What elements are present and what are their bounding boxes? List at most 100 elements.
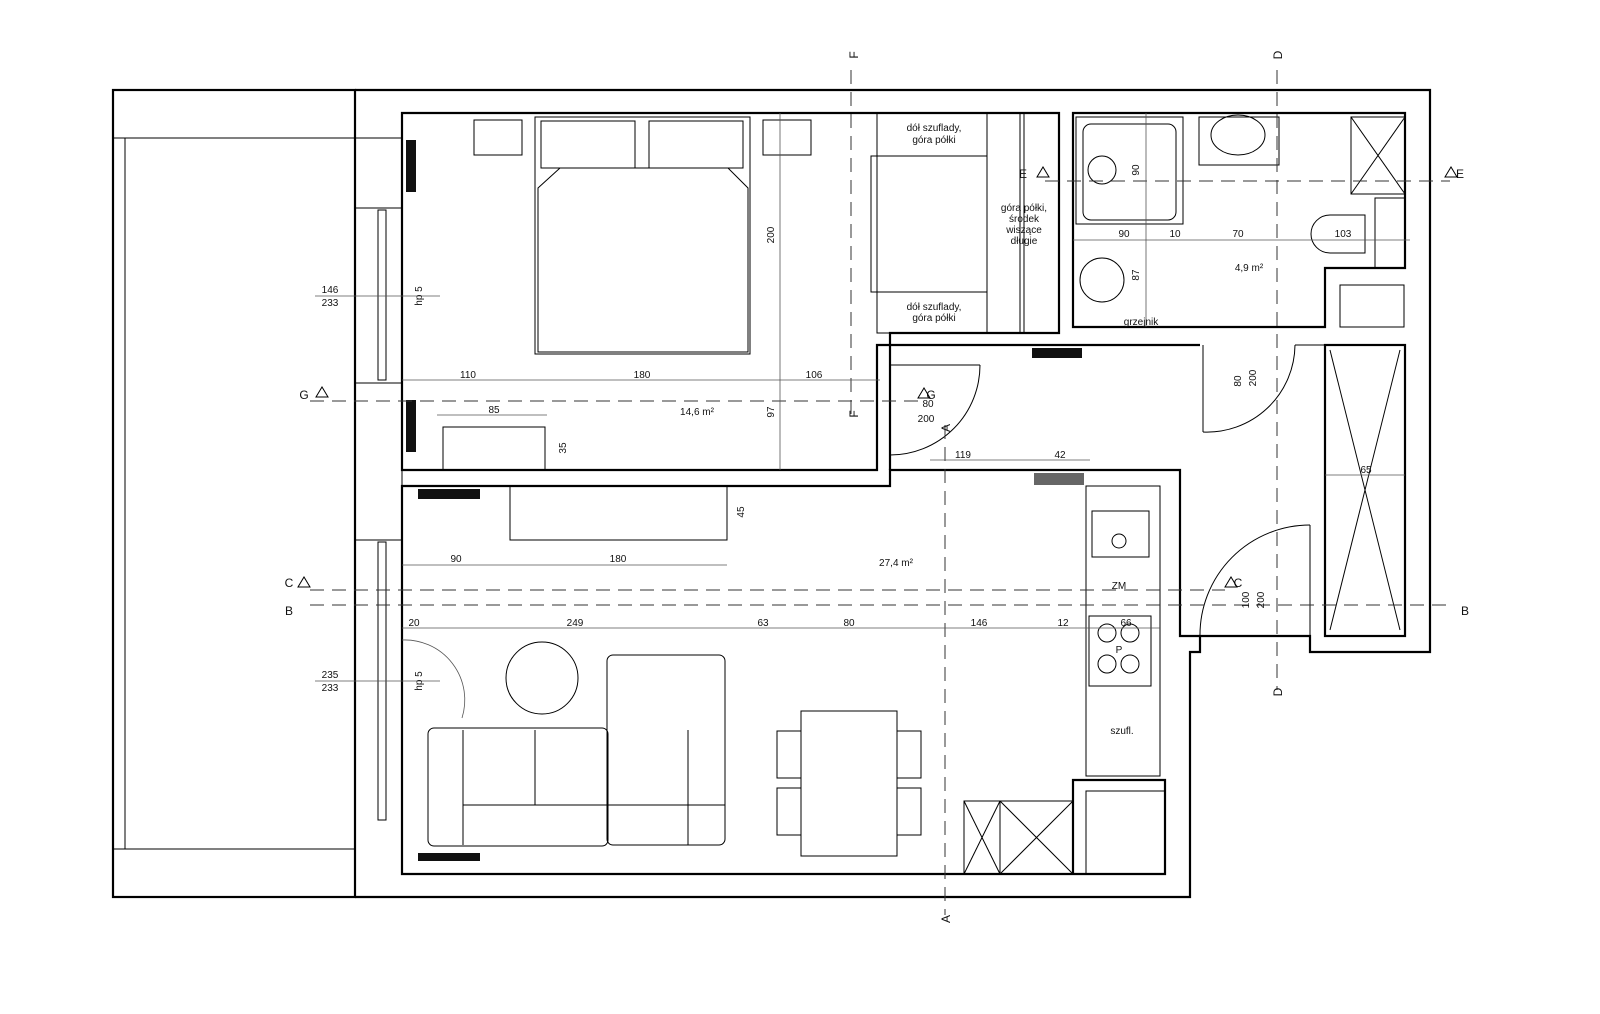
- radiator-icon: [1034, 473, 1084, 485]
- fridge: [1085, 790, 1166, 875]
- dimension-label: 80: [1233, 375, 1244, 387]
- section-marker: A: [939, 915, 953, 923]
- corridor-wall: [888, 343, 1200, 470]
- note-sink-cabinet: ZM: [1112, 581, 1126, 592]
- note-wardrobe-bottom-2: góra półki: [912, 313, 955, 324]
- kitchen-counter: [1085, 485, 1161, 777]
- note-wardrobe-top-2: góra półki: [912, 135, 955, 146]
- hall-wardrobe: [1323, 343, 1407, 638]
- section-arrow-icon: [1444, 166, 1458, 178]
- room-area-living: 27,4 m²: [879, 558, 914, 569]
- section-marker: B: [285, 604, 293, 618]
- bedroom-wardrobe: [870, 112, 1025, 334]
- radiator-icon: [406, 400, 416, 452]
- dimension-label: 80: [843, 618, 855, 629]
- room-area-bedroom: 14,6 m²: [680, 407, 715, 418]
- section-arrow-icon: [1224, 576, 1238, 588]
- dimension-label: 146: [971, 618, 988, 629]
- bathroom-fixtures: [1075, 114, 1406, 328]
- outer-wall: [355, 88, 1432, 899]
- radiator-icon: [418, 489, 480, 499]
- dimension-label: 90: [450, 554, 462, 565]
- note-wardrobe-bottom-1: dół szuflady,: [907, 302, 962, 313]
- section-marker: C: [1234, 576, 1243, 590]
- section-lines: [310, 70, 1450, 915]
- dimension-label: 180: [610, 554, 627, 565]
- tv-cabinet: [509, 485, 728, 541]
- dimension-label: 180: [634, 370, 651, 381]
- dimension-label: 119: [955, 450, 971, 461]
- coffee-table: [505, 641, 579, 715]
- dimension-label: 97: [766, 406, 777, 418]
- balcony: [111, 88, 357, 899]
- window-sill-height: hp 5: [414, 671, 425, 691]
- dimension-label: 106: [806, 370, 823, 381]
- dimension-label: 12: [1057, 618, 1069, 629]
- section-marker: D: [1271, 50, 1285, 59]
- dimension-label: 66: [1120, 618, 1132, 629]
- dimension-label: 110: [460, 370, 476, 381]
- kitchen-wall: [877, 468, 1200, 638]
- note-wardrobe-top-1: dół szuflady,: [907, 123, 962, 134]
- dimension-label: 80: [922, 399, 934, 410]
- windows: [354, 137, 403, 821]
- dimension-label: 10: [1169, 229, 1181, 240]
- window-width: 235: [322, 670, 339, 681]
- radiator-icon: [406, 140, 416, 192]
- dimension-label: 200: [766, 226, 777, 243]
- dimension-lines: [315, 113, 1410, 682]
- section-marker: E: [1456, 167, 1464, 181]
- dining-table: [776, 710, 922, 857]
- dimension-label: 200: [918, 414, 935, 425]
- dimension-label: 45: [736, 506, 747, 518]
- bed: [473, 116, 812, 355]
- living-room-wall: [400, 484, 1167, 876]
- window-height: 233: [322, 298, 339, 309]
- section-marker: F: [847, 51, 861, 58]
- dimension-label: 249: [567, 618, 584, 629]
- section-marker: E: [1019, 167, 1027, 181]
- section-marker: A: [939, 424, 953, 432]
- storage-cabinets: [963, 800, 1074, 875]
- note-wardrobe-side-4: długie: [1011, 236, 1038, 247]
- section-arrow-icon: [917, 387, 931, 399]
- dimension-label: 200: [1248, 369, 1259, 386]
- radiator-icon: [418, 853, 480, 861]
- doors: [401, 344, 1311, 719]
- note-wardrobe-side-3: wiszące: [1005, 225, 1042, 236]
- section-arrow-icon: [297, 576, 311, 588]
- section-marker: C: [285, 576, 294, 590]
- window-width: 146: [322, 285, 339, 296]
- sofa: [427, 654, 726, 847]
- window-sill-height: hp 5: [414, 286, 425, 306]
- note-drawers: szufl.: [1110, 726, 1133, 737]
- section-arrow-icon: [1036, 166, 1050, 178]
- note-radiator: grzejnik: [1124, 317, 1159, 328]
- dimension-label: 103: [1335, 229, 1352, 240]
- dimension-label: 70: [1232, 229, 1244, 240]
- section-arrow-icon: [315, 386, 329, 398]
- dimension-label: 20: [408, 618, 420, 629]
- dimension-label: 85: [488, 405, 500, 416]
- desk: [442, 426, 546, 471]
- section-marker: B: [1461, 604, 1469, 618]
- note-wardrobe-side-2: środek: [1009, 214, 1040, 225]
- room-area-bathroom: 4,9 m²: [1235, 263, 1264, 274]
- section-marker: G: [299, 388, 308, 402]
- section-marker: F: [847, 410, 861, 417]
- dimension-label: 90: [1131, 164, 1142, 176]
- section-marker: G: [926, 388, 935, 402]
- dimension-label: 65: [1360, 465, 1372, 476]
- dimension-label: 90: [1118, 229, 1130, 240]
- dimension-label: 35: [558, 442, 569, 454]
- section-marker: D: [1271, 687, 1285, 696]
- radiator-icon: [1032, 348, 1082, 358]
- dimension-label: 63: [757, 618, 769, 629]
- dimension-label: 42: [1054, 450, 1066, 461]
- dimension-label: 100: [1241, 591, 1252, 608]
- window-height: 233: [322, 683, 339, 694]
- dimension-label: 200: [1256, 591, 1267, 608]
- dimension-label: 87: [1131, 269, 1142, 281]
- note-cooktop: P: [1116, 645, 1123, 656]
